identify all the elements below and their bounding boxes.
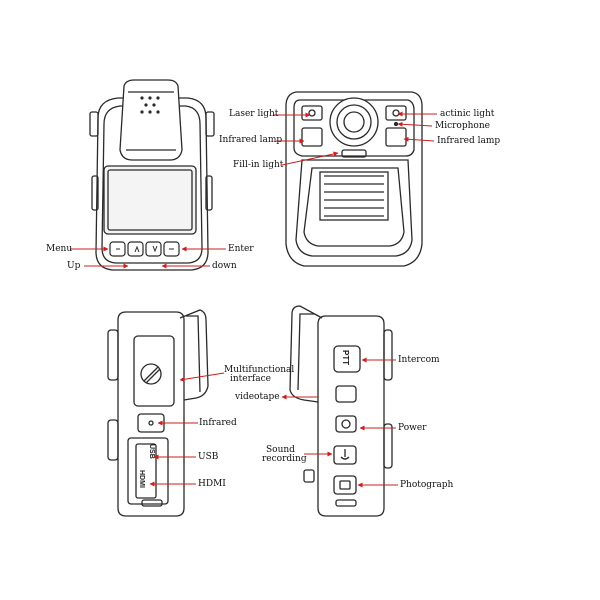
- label-infrared: Infrared: [199, 418, 237, 428]
- label-power: Power: [398, 423, 427, 433]
- videotape-button: [335, 385, 357, 403]
- down-button: [145, 241, 162, 257]
- photograph-button: [333, 475, 357, 495]
- label-sound-recording-line1: Sound: [266, 445, 295, 455]
- front-view-device: [285, 91, 423, 267]
- label-multifunctional-interface-line2: interface: [230, 374, 271, 384]
- up-button: [127, 241, 144, 257]
- front-view-arrows: [273, 111, 437, 166]
- label-actinic-light: actinic light: [440, 109, 495, 119]
- label-photograph: Photograph: [400, 480, 454, 490]
- right-side-device: [289, 305, 393, 517]
- left-side-arrows: [149, 372, 225, 487]
- back-view-arrows: [70, 246, 226, 269]
- back-view-clip-dots: [140, 96, 160, 114]
- left-side-device: [107, 309, 209, 517]
- label-videotape: videotape: [235, 392, 280, 402]
- label-menu: Menu: [46, 244, 73, 254]
- right-side-arrows: [281, 357, 398, 488]
- sound-recording-button: [333, 445, 357, 465]
- power-button: [335, 415, 357, 433]
- hdmi-port-text: HDMI: [138, 470, 145, 488]
- back-view-device: [89, 79, 215, 271]
- label-hdmi: HDMI: [198, 479, 226, 489]
- label-infrared-lamp-right: Infrared lamp: [437, 136, 501, 146]
- label-down: down: [212, 261, 237, 271]
- ptt-text: PTT: [341, 350, 350, 365]
- label-enter: Enter: [228, 244, 254, 254]
- label-fill-in-light: Fill-in light: [233, 160, 284, 170]
- label-laser-light: Laser light: [229, 109, 279, 119]
- label-infrared-lamp-left: Infrared lamp: [219, 135, 283, 145]
- left-side-port-text: USB HDMI: [138, 444, 155, 488]
- label-usb: USB: [198, 452, 219, 462]
- usb-port-text: USB: [148, 444, 155, 459]
- label-up: Up: [67, 261, 81, 271]
- label-multifunctional-interface-line1: Multifunctional: [224, 365, 295, 375]
- label-intercom: Intercom: [398, 355, 440, 365]
- ptt-button: [333, 345, 361, 373]
- label-sound-recording-line2: recording: [262, 454, 307, 464]
- label-microphone: Microphone: [435, 121, 490, 131]
- back-view-buttons: [109, 241, 180, 257]
